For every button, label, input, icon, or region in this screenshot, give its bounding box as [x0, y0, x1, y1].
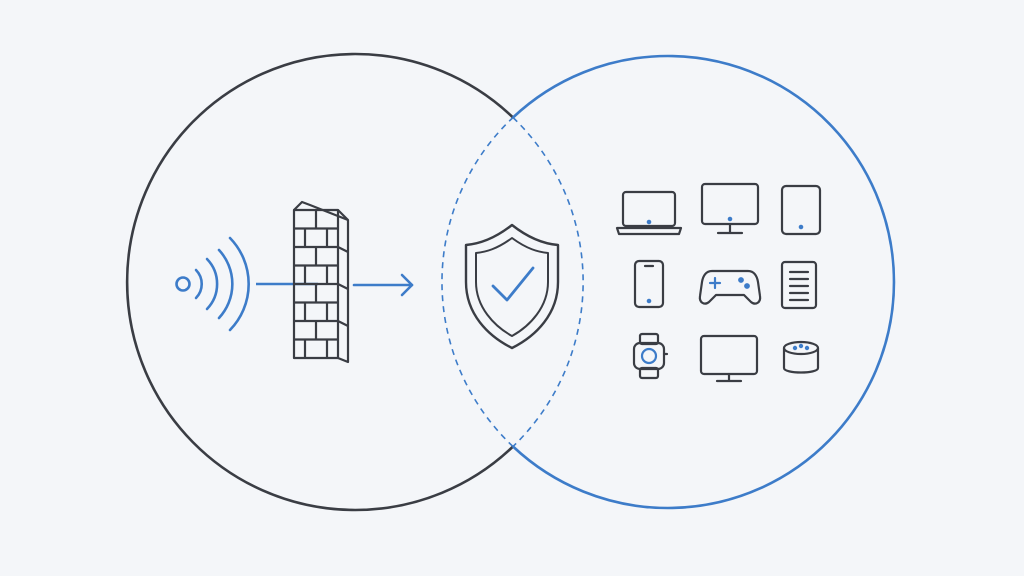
- smart-speaker-icon: [782, 340, 820, 374]
- smart-tv-icon: [699, 334, 759, 383]
- smartwatch-icon: [632, 332, 669, 380]
- e-reader-icon: [780, 260, 818, 310]
- right-circle: [512, 54, 896, 510]
- right-circle-inner-arc: [441, 116, 514, 448]
- game-controller-icon: [698, 269, 762, 305]
- laptop-icon: [615, 190, 683, 236]
- left-circle: [125, 52, 514, 512]
- firewall-icon: [292, 200, 350, 364]
- firewall-to-shield-arrow: [352, 273, 414, 297]
- wifi-signal-icon: [175, 236, 250, 332]
- desktop-monitor-icon: [700, 182, 760, 235]
- shield-check-icon: [464, 223, 560, 350]
- smartphone-icon: [633, 259, 665, 309]
- tablet-icon: [780, 184, 822, 236]
